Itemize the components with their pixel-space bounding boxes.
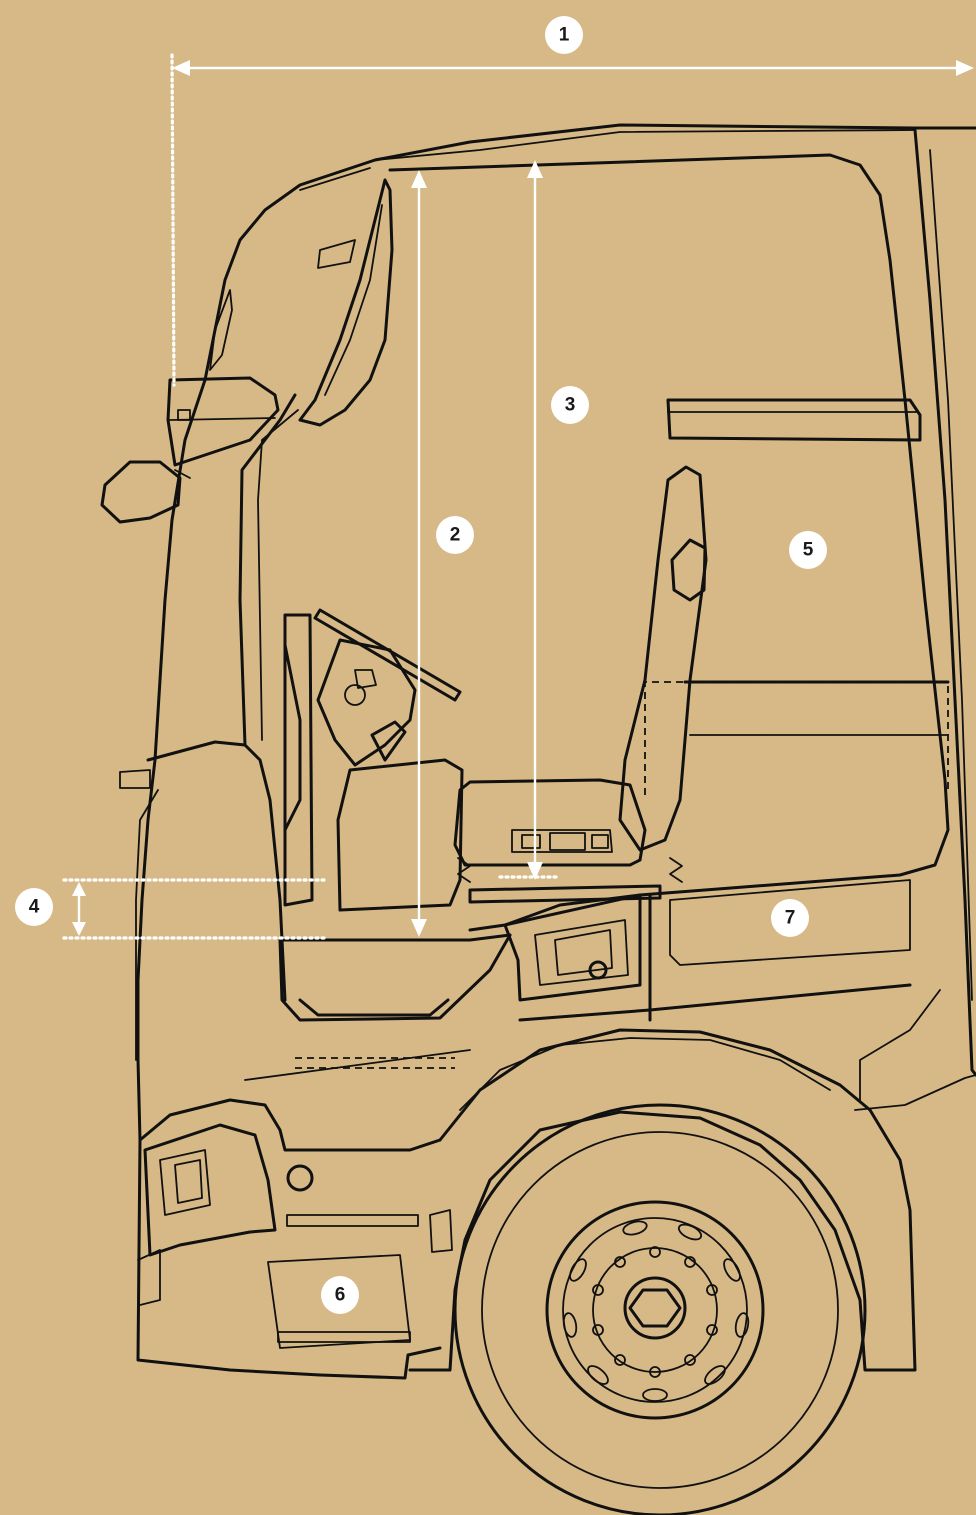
dimension-4-engine-tunnel	[62, 878, 330, 940]
callout-7: 7	[771, 899, 809, 937]
callout-1: 1	[545, 16, 583, 54]
floor-step	[244, 933, 512, 1081]
bunk-area	[388, 153, 950, 932]
dimension-3-standing-height	[498, 160, 560, 880]
callout-3: 3	[551, 386, 589, 424]
callout-4-label: 4	[29, 897, 40, 918]
callout-6: 6	[321, 1276, 359, 1314]
front-bumper	[136, 1098, 453, 1380]
side-mirror	[100, 376, 280, 524]
dimension-2-interior-height	[411, 170, 427, 937]
wheel-arch	[408, 989, 976, 1372]
door-panel	[503, 879, 912, 1022]
front-wheel	[453, 1103, 867, 1515]
callout-2: 2	[436, 516, 474, 554]
callout-7-label: 7	[785, 908, 796, 929]
driver-seat	[453, 465, 708, 904]
callout-3-label: 3	[565, 395, 576, 416]
callout-5-label: 5	[803, 540, 814, 561]
cab-outline	[119, 123, 976, 1142]
dimension-1-overall-length	[170, 53, 974, 387]
callout-1-label: 1	[559, 25, 570, 46]
dashboard-steering	[283, 608, 464, 912]
callout-2-label: 2	[450, 525, 461, 546]
wheel-vent-slots	[562, 1220, 750, 1402]
callout-4: 4	[15, 888, 53, 926]
callout-6-label: 6	[335, 1285, 346, 1306]
wheel-lug-holes	[592, 1246, 718, 1378]
callout-5: 5	[789, 531, 827, 569]
